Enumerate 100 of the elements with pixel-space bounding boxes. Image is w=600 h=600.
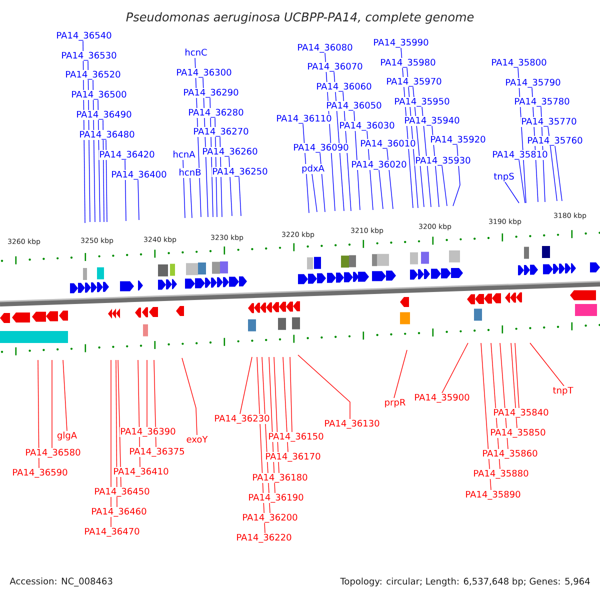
leader-line	[312, 174, 318, 212]
gene-label: PA14_36090	[292, 143, 350, 153]
gene-label: PA14_36520	[64, 70, 122, 80]
gene-label: PA14_36540	[56, 31, 112, 41]
gene-label: PA14_36260	[202, 147, 258, 157]
leader-line	[510, 342, 518, 428]
leader-line	[240, 356, 252, 414]
gene-label: PA14_36020	[350, 160, 408, 170]
leader-line	[116, 360, 118, 508]
gene-label: PA14_36300	[176, 68, 232, 78]
leader-line	[38, 360, 40, 468]
leader-line	[504, 182, 520, 204]
gene-label: PA14_36530	[60, 51, 118, 61]
leader-line	[530, 342, 564, 386]
leader-line	[182, 358, 198, 436]
leader-line	[320, 152, 326, 212]
gene-label: PA14_36080	[296, 43, 354, 53]
gene-label: PA14_35860	[482, 449, 538, 459]
leader-line	[514, 342, 520, 408]
gene-label: exoY	[186, 435, 208, 445]
gene-label: hcnB	[178, 168, 202, 178]
gene-label: PA14_35890	[464, 490, 522, 500]
leader-line	[238, 176, 242, 216]
leader-line	[442, 342, 468, 394]
gene-label: tnpT	[552, 386, 574, 396]
gene-label: PA14_36190	[248, 493, 304, 503]
leader-line	[118, 360, 122, 488]
leader-line	[282, 356, 288, 452]
gene-label: PA14_35990	[372, 38, 430, 48]
leader-line	[480, 342, 492, 490]
gene-label: PA14_36220	[236, 533, 292, 543]
gene-label: PA14_36450	[94, 487, 150, 497]
leader-line	[182, 160, 186, 218]
leader-line	[378, 170, 384, 210]
gene-label: PA14_35920	[430, 135, 486, 145]
gene-label: PA14_36470	[84, 527, 140, 537]
gene-label: PA14_36170	[264, 452, 322, 462]
gene-label: PA14_36290	[182, 88, 240, 98]
footer-text: Topology: circular; Length: 6,537,648 bp; Genes: 5,964	[340, 577, 591, 587]
gene-label: PA14_36070	[306, 62, 364, 72]
gene-label: PA14_36130	[324, 419, 380, 429]
gene-label: PA14_35930	[414, 156, 472, 166]
gene-label: PA14_35770	[520, 117, 578, 127]
gene-label: hcnC	[184, 48, 208, 58]
gene-label: PA14_35980	[380, 58, 436, 68]
gene-label: PA14_36460	[90, 507, 148, 517]
gene-label: PA14_36500	[70, 90, 128, 100]
gene-label: PA14_36480	[78, 130, 136, 140]
gene-label: tnpS	[493, 172, 515, 182]
gene-label: PA14_36270	[192, 127, 250, 137]
gene-label: glgA	[56, 431, 78, 441]
gene-label: PA14_36150	[268, 432, 324, 442]
leader-line	[138, 180, 140, 220]
leader-line	[298, 354, 350, 420]
gene-label: PA14_35840	[492, 408, 550, 418]
leader-line	[110, 360, 112, 528]
gene-label: PA14_36420	[98, 150, 156, 160]
leader-line	[106, 140, 108, 222]
gene-label: prpR	[384, 398, 406, 408]
gene-label: PA14_35780	[514, 97, 570, 107]
gene-label: PA14_36200	[242, 513, 298, 523]
gene-label: PA14_36060	[316, 82, 372, 92]
gene-label: PA14_35970	[386, 77, 442, 87]
gene-label: hcnA	[172, 150, 196, 160]
gene-label: PA14_35800	[490, 58, 548, 68]
gene-label: PA14_36375	[128, 447, 186, 457]
gene-label: PA14_36250	[212, 167, 268, 177]
gene-label: pdxA	[301, 164, 325, 174]
gene-label: PA14_36580	[24, 448, 82, 458]
gene-label: PA14_35810	[492, 150, 548, 160]
gene-label: PA14_36230	[214, 414, 270, 424]
gene-label: PA14_36400	[110, 170, 168, 180]
leader-line	[442, 166, 448, 206]
gene-label: PA14_36390	[120, 427, 176, 437]
gene-label: PA14_36110	[276, 114, 332, 124]
gene-label: PA14_35850	[490, 428, 546, 438]
leader-line	[154, 360, 156, 448]
gene-label: PA14_36010	[360, 139, 416, 149]
gene-label: PA14_36410	[112, 467, 170, 477]
footer-text: Accession: NC_008463	[9, 577, 114, 587]
gene-label: PA14_36030	[338, 121, 396, 131]
leader-line	[146, 360, 148, 428]
gene-label: PA14_35790	[504, 78, 562, 88]
gene-label: PA14_36050	[326, 101, 382, 111]
leader-line	[290, 356, 292, 432]
gene-label: PA14_36180	[252, 473, 308, 483]
gene-label: PA14_35900	[414, 393, 470, 403]
gene-label: PA14_35940	[404, 116, 460, 126]
gene-label: PA14_35950	[394, 97, 450, 107]
leader-line	[518, 160, 526, 204]
gene-label: PA14_36280	[188, 108, 244, 118]
title: Pseudomonas aeruginosa UCBPP-PA14, complete genome	[126, 12, 474, 24]
gene-label: PA14_35760	[526, 136, 584, 146]
gene-label: PA14_35880	[472, 469, 530, 479]
leader-line	[394, 350, 408, 398]
leader-line	[62, 360, 68, 432]
gene-label: PA14_36490	[76, 110, 132, 120]
gene-label: PA14_36590	[12, 468, 68, 478]
leader-line	[190, 178, 192, 218]
leader-line	[554, 146, 562, 202]
